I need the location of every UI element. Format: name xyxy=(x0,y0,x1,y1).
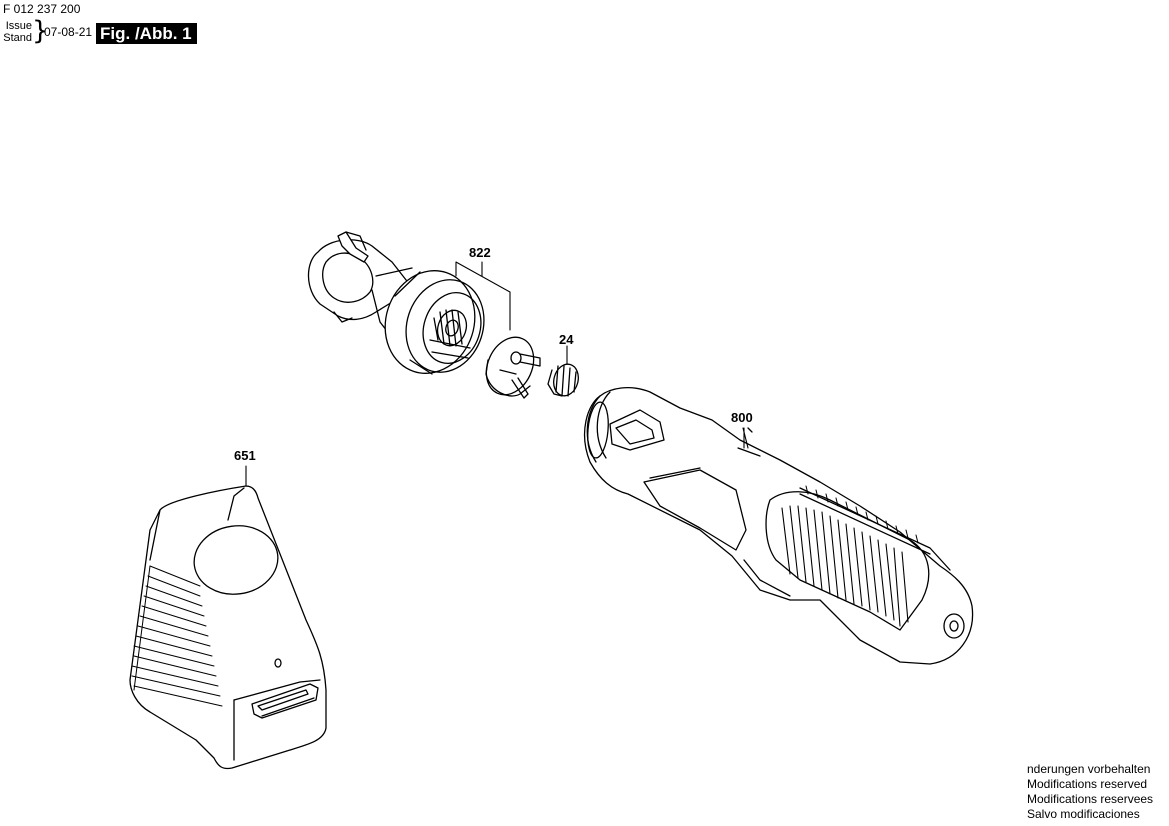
issue-date: 07-08-21 xyxy=(44,25,93,39)
coupling-disc-part xyxy=(485,336,541,399)
part-label-24: 24 xyxy=(559,332,574,347)
part-label-822: 822 xyxy=(469,245,491,260)
part-label-651: 651 xyxy=(234,448,256,463)
brace-symbol: } xyxy=(32,16,49,46)
note-german: nderungen vorbehalten xyxy=(1027,762,1151,776)
figure-label: Fig. /Abb. 1 xyxy=(96,23,197,44)
charger-cover-part xyxy=(129,485,327,770)
ratchet-head-part xyxy=(307,231,485,375)
note-french: Modifications reservees xyxy=(1027,792,1154,806)
note-english: Modifications reserved xyxy=(1027,777,1148,791)
label-822-bracket xyxy=(455,261,511,331)
issue-labels: Issue Stand xyxy=(2,20,32,44)
part-label-800: 800 xyxy=(731,410,753,425)
document-number: F 012 237 200 xyxy=(3,2,81,16)
stand-label: Stand xyxy=(3,32,32,44)
footer-notes: nderungen vorbehalten Modifications rese… xyxy=(1027,762,1153,822)
pinion-gear-part xyxy=(547,345,579,397)
tool-housing-part xyxy=(583,386,974,665)
issue-label: Issue xyxy=(5,20,32,32)
note-spanish: Salvo modificaciones xyxy=(1027,807,1140,821)
